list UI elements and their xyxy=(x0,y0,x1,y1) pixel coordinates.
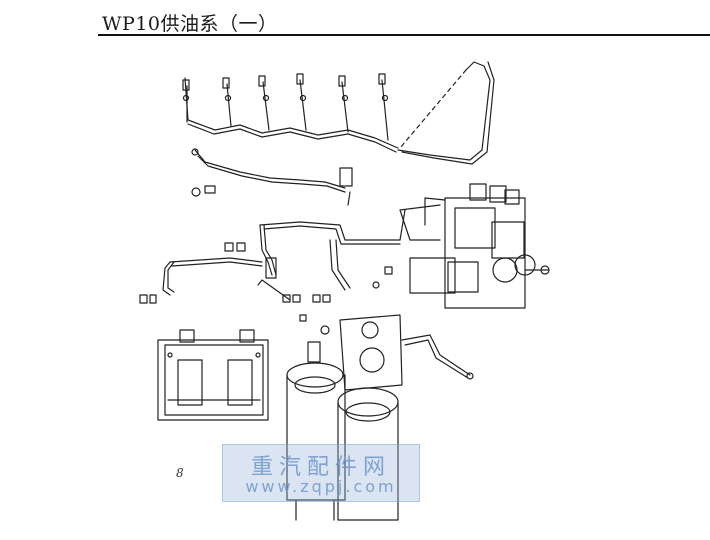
title-rule xyxy=(98,34,710,36)
fuel-pipes xyxy=(162,209,406,301)
leak-off-line xyxy=(191,148,353,206)
watermark-url: www.zqpj.com xyxy=(245,477,397,496)
filter-bracket xyxy=(339,314,474,391)
figure-number: 8 xyxy=(176,466,184,480)
return-line xyxy=(397,61,495,165)
injector-lines xyxy=(182,73,399,153)
fuel-filter-right xyxy=(337,387,399,521)
watermark: 重汽配件网 www.zqpj.com xyxy=(222,444,420,502)
fuel-filter-left xyxy=(286,325,346,521)
watermark-title: 重汽配件网 xyxy=(250,455,391,480)
page-title: WP10供油系（一） xyxy=(102,13,278,35)
injection-pump xyxy=(399,183,550,309)
ecu-module xyxy=(157,329,269,421)
fittings xyxy=(139,242,393,322)
